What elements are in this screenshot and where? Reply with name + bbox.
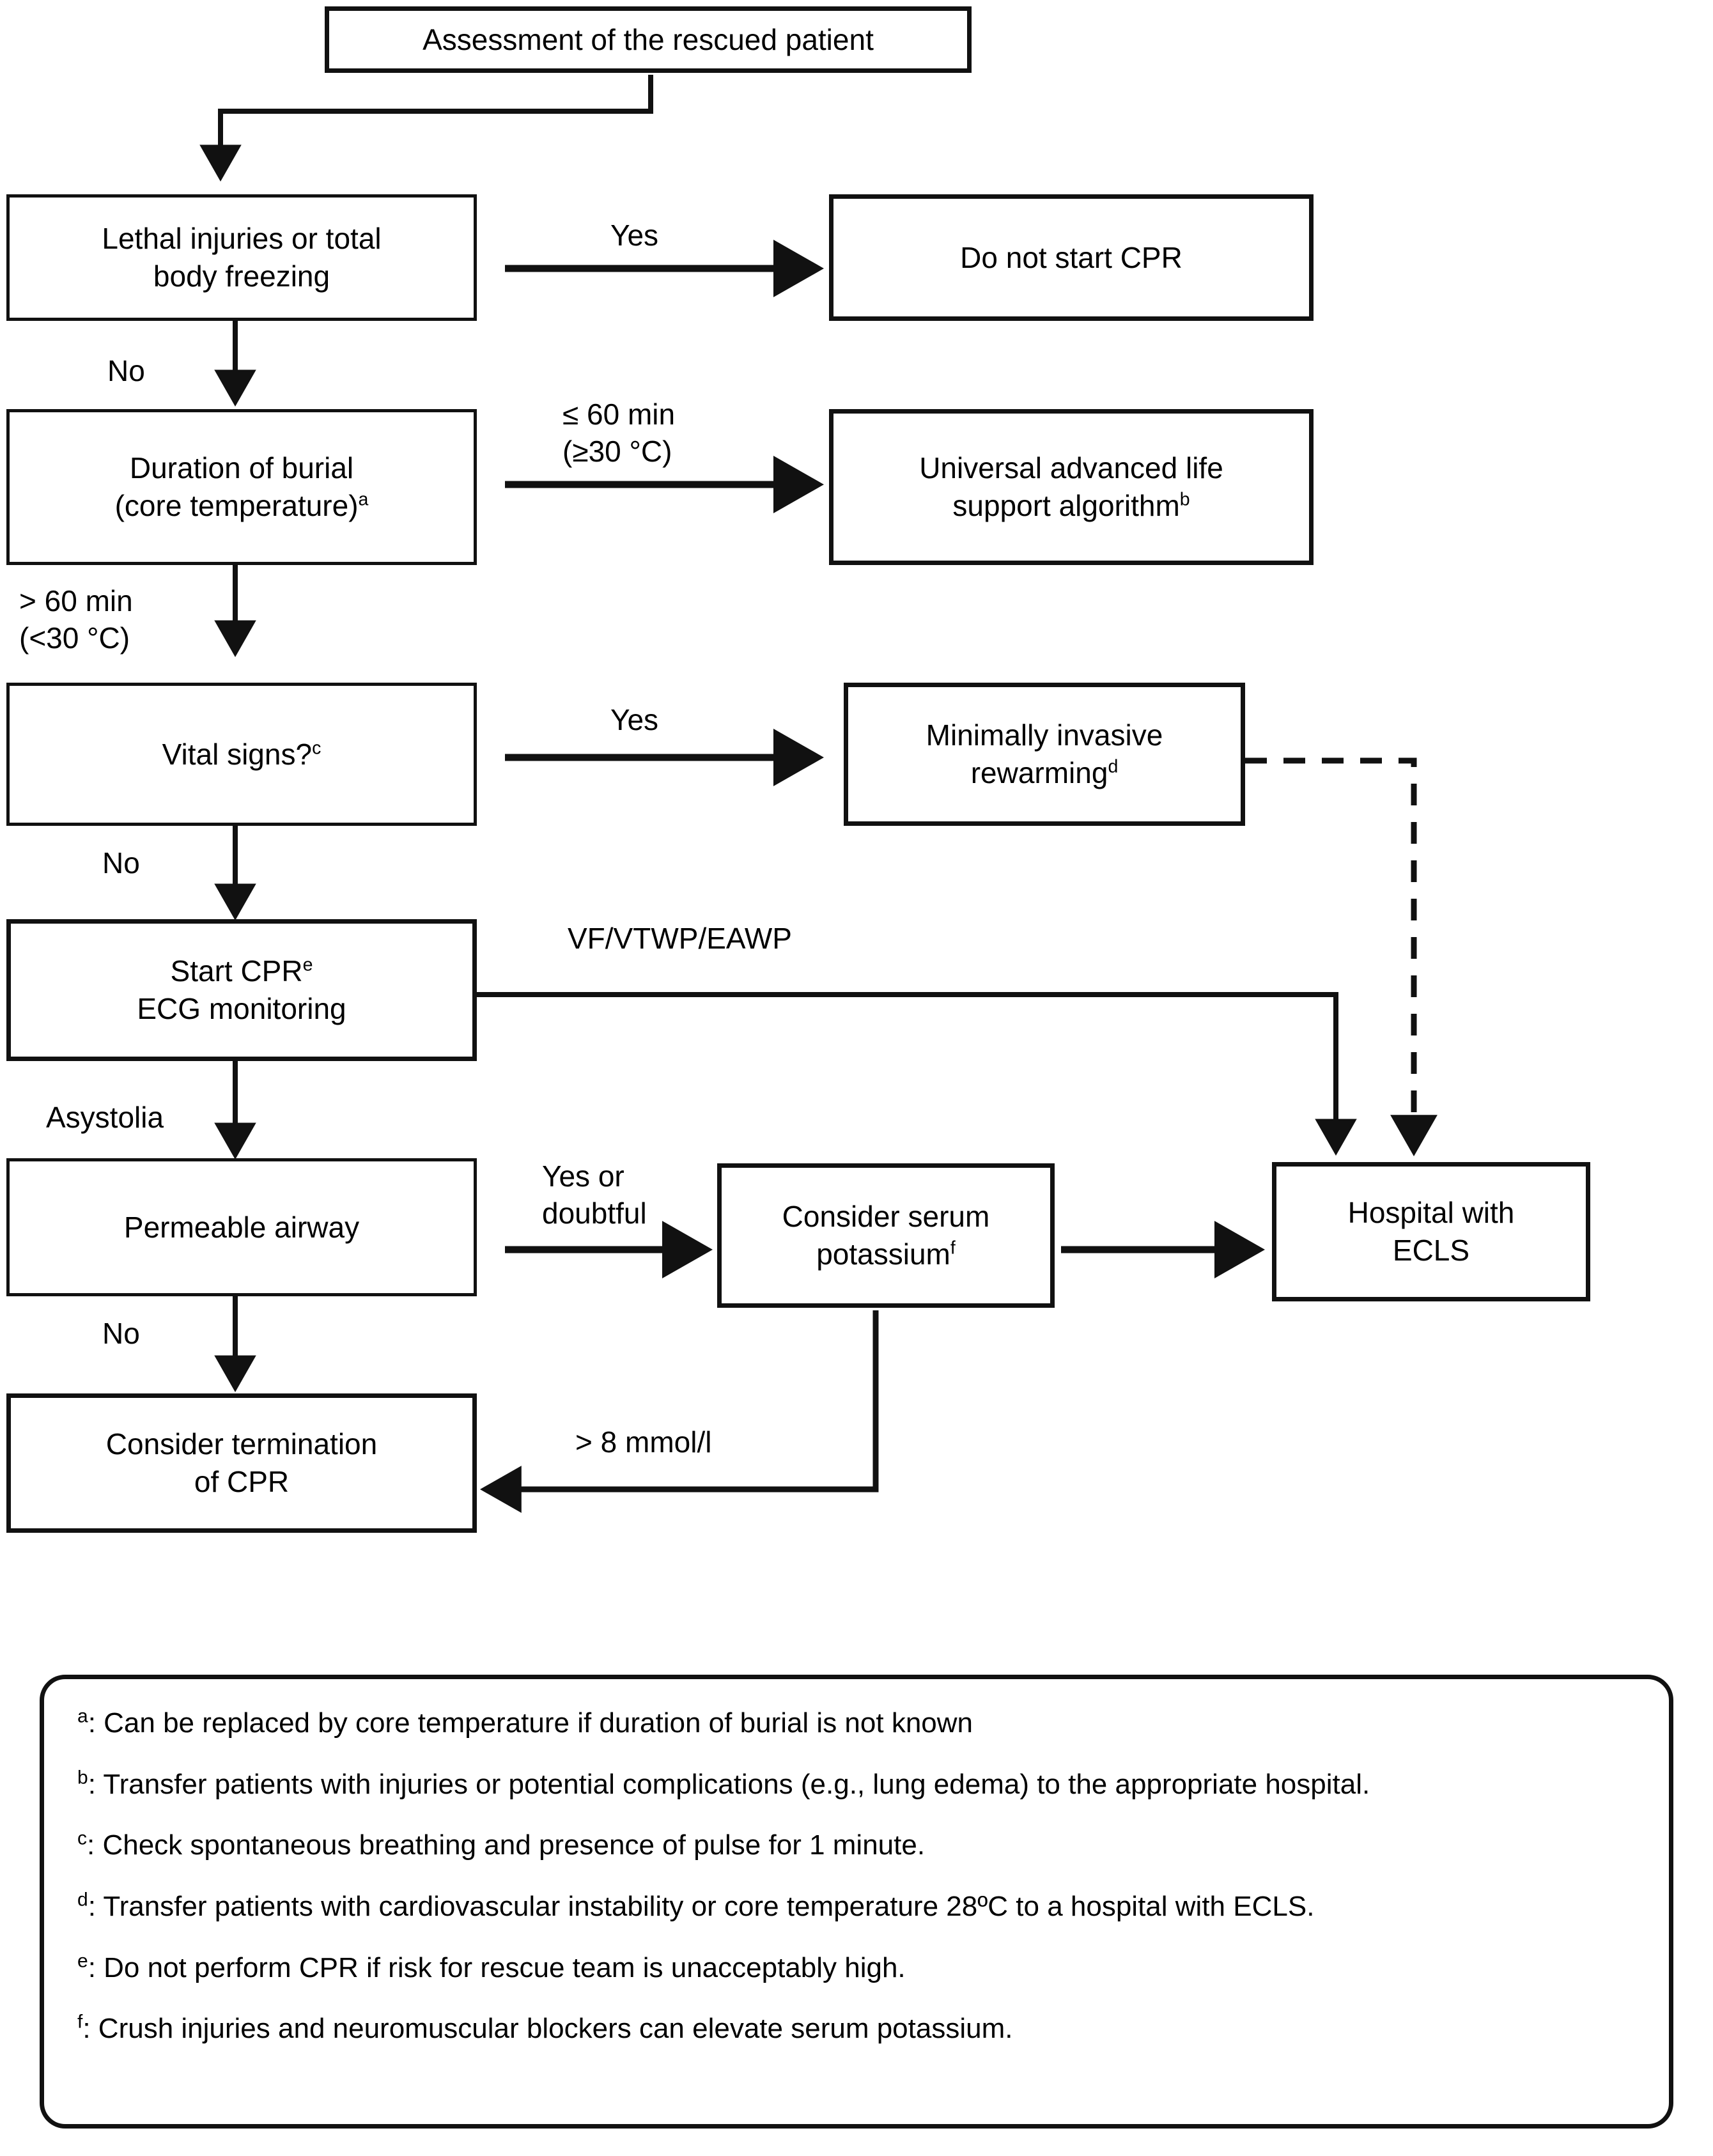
wire-potassium-to-terminate <box>479 1310 879 1513</box>
node-do-not-start-cpr[interactable]: Do not start CPR <box>829 194 1314 321</box>
node-permeable-airway[interactable]: Permeable airway <box>6 1158 477 1296</box>
footnote-f-text: : Crush injuries and neuromuscular block… <box>82 2013 1013 2045</box>
node-do-not-start-cpr-label: Do not start CPR <box>960 240 1182 274</box>
footnote-e: e: Do not perform CPR if risk for rescue… <box>77 1951 1636 1985</box>
footnote-d-marker: d <box>77 1889 88 1911</box>
node-minimally-invasive-rewarming-label: Minimally invasive rewarmingd <box>926 718 1163 789</box>
footnote-a: a: Can be replaced by core temperature i… <box>77 1706 1636 1741</box>
footnote-c-marker: c <box>77 1827 87 1849</box>
node-duration-of-burial[interactable]: Duration of burial (core temperature)a <box>6 409 477 565</box>
node-lethal-injuries[interactable]: Lethal injuries or total body freezing <box>6 194 477 321</box>
footnote-b-marker: b <box>77 1767 88 1788</box>
footnote-b-text: : Transfer patients with injuries or pot… <box>88 1768 1370 1800</box>
footnote-d: d: Transfer patients with cardiovascular… <box>77 1889 1636 1924</box>
footnote-f-marker: f <box>77 2011 83 2033</box>
footnote-e-marker: e <box>77 1950 88 1972</box>
node-hospital-with-ecls-label: Hospital with ECLS <box>1347 1196 1515 1267</box>
wire-rewarming-to-hospital-dashed <box>1245 757 1438 1157</box>
edge-label-no-lethal: No <box>107 354 145 387</box>
edge-label-gt-8-mmol: > 8 mmol/l <box>575 1425 712 1459</box>
footnote-ref-b: b <box>1179 489 1190 510</box>
edge-label-yes-or-doubtful: Yes or doubtful <box>542 1159 647 1230</box>
wire-startcpr-to-hospital <box>476 992 1357 1156</box>
edge-label-gt-60-min: > 60 min (<30 °C) <box>19 584 133 655</box>
footnote-e-text: : Do not perform CPR if risk for rescue … <box>88 1951 906 1983</box>
node-assessment[interactable]: Assessment of the rescued patient <box>325 6 972 73</box>
edge-label-no-vital: No <box>102 846 140 880</box>
edge-label-no-airway: No <box>102 1317 140 1350</box>
node-duration-of-burial-label: Duration of burial (core temperature)a <box>114 451 369 522</box>
node-consider-termination[interactable]: Consider termination of CPR <box>6 1393 477 1533</box>
edge-label-vf-vtwp-eawp: VF/VTWP/EAWP <box>568 922 792 955</box>
node-permeable-airway-label: Permeable airway <box>123 1210 360 1244</box>
footnote-ref-e: e <box>302 954 313 975</box>
node-consider-serum-potassium[interactable]: Consider serum potassiumf <box>717 1163 1055 1308</box>
node-hospital-with-ecls[interactable]: Hospital with ECLS <box>1272 1162 1590 1301</box>
node-lethal-injuries-label: Lethal injuries or total body freezing <box>102 222 382 293</box>
footnote-ref-f: f <box>950 1237 956 1259</box>
wire-assessment-to-lethal <box>199 75 653 182</box>
node-minimally-invasive-rewarming[interactable]: Minimally invasive rewarmingd <box>844 683 1245 826</box>
node-consider-termination-label: Consider termination of CPR <box>105 1427 378 1498</box>
footnote-ref-d: d <box>1108 756 1119 777</box>
footnote-a-text: : Can be replaced by core temperature if… <box>88 1707 973 1739</box>
node-consider-serum-potassium-label: Consider serum potassiumf <box>782 1200 990 1271</box>
footnote-c-text: : Check spontaneous breathing and presen… <box>87 1829 926 1861</box>
node-vital-signs-label: Vital signs?c <box>162 737 322 771</box>
footnote-c: c: Check spontaneous breathing and prese… <box>77 1828 1636 1863</box>
node-vital-signs[interactable]: Vital signs?c <box>6 683 477 826</box>
edge-label-le-60-min: ≤ 60 min (≥30 °C) <box>562 398 676 468</box>
node-universal-als-label: Universal advanced life support algorith… <box>919 451 1223 522</box>
node-universal-als[interactable]: Universal advanced life support algorith… <box>829 409 1314 565</box>
edge-label-yes-vital: Yes <box>610 703 659 736</box>
footnote-a-marker: a <box>77 1705 88 1727</box>
footnote-d-text: : Transfer patients with cardiovascular … <box>88 1891 1315 1923</box>
footnote-ref-c: c <box>312 738 322 759</box>
node-assessment-label: Assessment of the rescued patient <box>422 22 874 56</box>
footnote-f: f: Crush injuries and neuromuscular bloc… <box>77 2012 1636 2046</box>
footnote-panel: a: Can be replaced by core temperature i… <box>40 1675 1673 2129</box>
footnote-ref-a: a <box>358 489 369 510</box>
footnote-b: b: Transfer patients with injuries or po… <box>77 1767 1636 1802</box>
edge-label-yes-lethal: Yes <box>610 219 659 252</box>
edge-label-asystolia: Asystolia <box>46 1101 164 1134</box>
